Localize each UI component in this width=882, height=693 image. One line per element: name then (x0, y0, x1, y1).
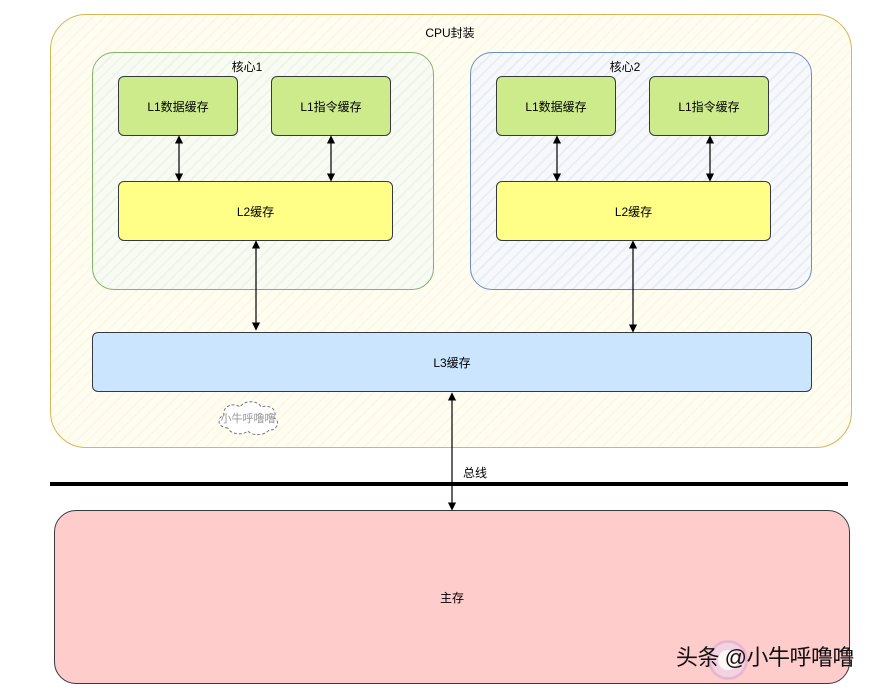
corner-watermark-text: 头条 @小牛呼噜噜 (676, 645, 854, 670)
bus-label: 总线 (463, 466, 488, 480)
core1-l2-cache[interactable]: L2缓存 (118, 181, 393, 241)
cpu-package-label: CPU封装 (425, 26, 475, 40)
core1-label: 核心1 (231, 60, 263, 74)
core2-label: 核心2 (609, 60, 641, 74)
l3-cache[interactable]: L3缓存 (92, 332, 812, 392)
watermark-logo (708, 640, 748, 680)
core1-l1-data-cache[interactable]: L1数据缓存 (118, 76, 238, 136)
cloud-watermark-text: 小牛呼噜噜 (220, 413, 276, 425)
core2-l1-data-cache[interactable]: L1数据缓存 (496, 76, 616, 136)
cloud-watermark-shape (218, 401, 279, 436)
core2-l1-instruction-cache[interactable]: L1指令缓存 (649, 76, 769, 136)
core2-l2-cache[interactable]: L2缓存 (496, 181, 771, 241)
